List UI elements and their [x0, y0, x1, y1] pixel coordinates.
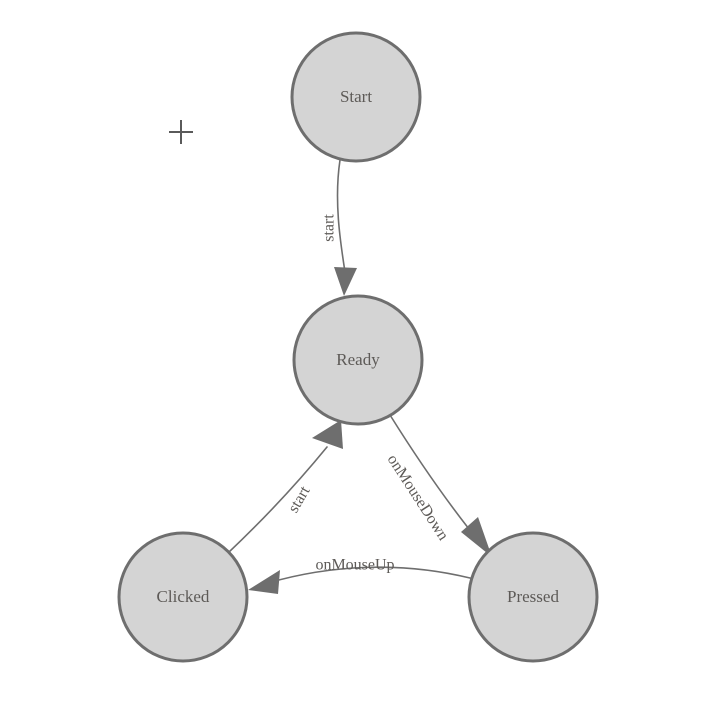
- edge-ready-to-pressed[interactable]: onMouseDown: [384, 414, 492, 557]
- edge-ready-to-pressed-arrowhead: [461, 517, 492, 557]
- node-ready[interactable]: Ready: [292, 294, 424, 426]
- node-start-label: Start: [340, 87, 372, 106]
- node-start-circle[interactable]: [290, 31, 422, 163]
- node-ready-circle[interactable]: [292, 294, 424, 426]
- node-pressed-circle[interactable]: [467, 531, 599, 663]
- node-clicked[interactable]: Clicked: [117, 531, 249, 663]
- edge-clicked-to-ready-path[interactable]: [227, 446, 328, 554]
- edge-clicked-to-ready[interactable]: start: [227, 420, 343, 554]
- edge-label-start-bottom: start: [285, 483, 314, 516]
- edge-start-to-ready[interactable]: start: [321, 159, 357, 296]
- edge-pressed-to-clicked[interactable]: onMouseUp: [248, 557, 471, 594]
- edge-label-onmousedown: onMouseDown: [384, 452, 452, 544]
- node-pressed-label: Pressed: [507, 587, 559, 606]
- node-clicked-circle[interactable]: [117, 531, 249, 663]
- edge-pressed-to-clicked-arrowhead: [248, 570, 280, 594]
- edge-pressed-to-clicked-path[interactable]: [267, 566, 471, 584]
- node-clicked-label: Clicked: [157, 587, 210, 606]
- edge-label-start-top: start: [321, 214, 338, 242]
- node-pressed[interactable]: Pressed: [467, 531, 599, 663]
- node-start[interactable]: Start: [290, 31, 422, 163]
- node-ready-label: Ready: [336, 350, 380, 369]
- plus-icon[interactable]: [169, 120, 193, 144]
- edge-start-to-ready-path[interactable]: [336, 159, 346, 273]
- edge-start-to-ready-arrowhead: [334, 267, 357, 296]
- edge-label-onmouseup: onMouseUp: [315, 557, 394, 574]
- edge-clicked-to-ready-arrowhead: [312, 420, 343, 449]
